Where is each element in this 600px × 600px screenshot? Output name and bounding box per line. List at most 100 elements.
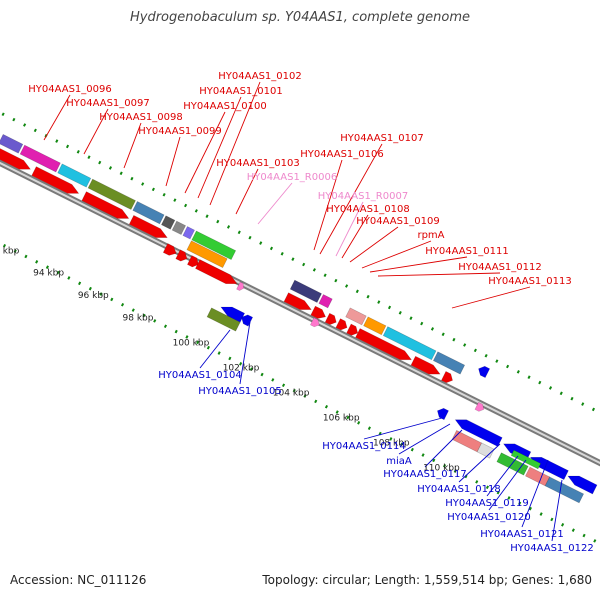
forward-gene-label-7-leader	[209, 81, 261, 206]
reverse-gene-label-8: HY04AAS1_0120	[447, 512, 530, 523]
scale-label-3: 96 kbp	[78, 291, 109, 301]
forward-gene-b3	[186, 255, 199, 268]
backbone-highlight	[0, 161, 600, 465]
scale-label-7: 104 kbp	[273, 389, 310, 399]
forward-gene-label-1-leader	[43, 94, 71, 141]
cog-block-l4	[525, 466, 551, 487]
reverse-gene-label-5: HY04AAS1_0117	[383, 469, 466, 480]
rna-gene-label-1-leader	[257, 182, 293, 225]
forward-gene-label-13-leader	[361, 240, 432, 269]
cog-block-olive	[206, 307, 241, 332]
reverse-gene-7	[567, 475, 598, 495]
scale-label-4: 98 kbp	[123, 313, 154, 323]
reverse-gene-label-5-leader	[424, 429, 463, 468]
cog-block-m4	[363, 316, 387, 336]
forward-gene-label-5-leader	[184, 111, 226, 194]
forward-gene-label-2: HY04AAS1_0097	[66, 98, 149, 109]
forward-gene-label-14-leader	[369, 256, 468, 273]
forward-gene-label-4-leader	[165, 136, 181, 187]
forward-gene-label-10-leader	[319, 143, 383, 255]
forward-gene-label-12-leader	[349, 226, 399, 263]
forward-gene-label-16-leader	[451, 286, 531, 309]
forward-gene-label-15-leader	[377, 272, 501, 277]
rna-gene-label-1: HY04AAS1_R0006	[247, 172, 337, 183]
cog-block-m3	[345, 307, 367, 326]
forward-gene-m1	[283, 292, 312, 310]
reverse-gene-label-2: HY04AAS1_0105	[198, 386, 281, 397]
reverse-gene-1	[220, 306, 246, 323]
scale-label-1: 92 kbp	[0, 246, 20, 256]
map-title: Hydrogenobaculum sp. Y04AAS1, complete g…	[129, 10, 471, 25]
reverse-gene-6	[529, 456, 569, 481]
forward-gene-label-11: HY04AAS1_0108	[326, 204, 409, 215]
forward-gene-a2	[31, 166, 80, 194]
forward-gene-label-1: HY04AAS1_0096	[28, 84, 111, 95]
forward-gene-label-7: HY04AAS1_0102	[218, 71, 301, 82]
forward-gene-b4	[195, 259, 238, 285]
reverse-gene-label-6: HY04AAS1_0118	[417, 484, 500, 495]
forward-gene-label-12: HY04AAS1_0109	[356, 216, 439, 227]
cog-block-6	[161, 215, 176, 230]
forward-gene-label-9: HY04AAS1_0106	[300, 149, 383, 160]
reverse-gene-label-4-leader	[398, 423, 451, 455]
rna-gene-2	[309, 317, 320, 328]
forward-gene-label-6: HY04AAS1_0101	[199, 86, 282, 97]
rna-gene-label-2: HY04AAS1_R0007	[318, 191, 408, 202]
forward-gene-b2	[175, 249, 188, 262]
cog-block-1	[0, 133, 24, 154]
reverse-gene-label-9-leader	[521, 459, 549, 528]
scale-label-10: 110 kbp	[423, 464, 460, 474]
cog-block-m2	[318, 294, 333, 309]
reverse-gene-label-10-leader	[551, 479, 563, 542]
label-line-layer	[43, 81, 563, 542]
rna-gene-3	[474, 401, 485, 412]
scale-label-2: 94 kbp	[33, 269, 64, 279]
forward-gene-m7	[410, 355, 441, 375]
reverse-gene-label-7: HY04AAS1_0119	[445, 498, 528, 509]
cog-block-l5	[544, 476, 585, 504]
reverse-gene-label-6-leader	[458, 443, 501, 483]
cog-block-4	[87, 178, 136, 210]
backbone-layer	[0, 159, 600, 467]
forward-gene-label-4: HY04AAS1_0099	[138, 126, 221, 137]
reverse-gene-label-10: HY04AAS1_0122	[510, 543, 593, 554]
reverse-gene-label-2-leader	[239, 321, 251, 385]
forward-gene-label-9-leader	[313, 159, 343, 251]
forward-gene-m2	[310, 305, 327, 319]
scale-label-9: 108 kbp	[373, 439, 410, 449]
cog-block-8	[182, 226, 195, 240]
forward-gene-m4	[335, 318, 348, 331]
cog-block-2	[19, 144, 61, 173]
forward-gene-label-2-leader	[83, 108, 109, 155]
forward-gene-a1	[0, 146, 32, 170]
cog-block-3	[57, 163, 92, 188]
forward-gene-label-11-leader	[341, 214, 369, 259]
reverse-gene-label-1-leader	[199, 329, 231, 369]
forward-gene-label-8-leader	[235, 168, 259, 215]
scale-label-6: 102 kbp	[223, 364, 260, 374]
forward-gene-m3	[324, 312, 337, 325]
reverse-gene-label-8-leader	[488, 459, 527, 511]
cog-block-orange	[186, 240, 228, 269]
cog-block-7	[171, 220, 186, 235]
reverse-gene-label-4: miaA	[386, 456, 412, 467]
reverse-gene-label-1: HY04AAS1_0104	[158, 370, 241, 381]
forward-gene-label-15: HY04AAS1_0112	[458, 262, 541, 273]
forward-gene-m5	[346, 323, 359, 336]
reverse-gene-label-3-leader	[363, 417, 443, 440]
rna-gene-1	[236, 281, 245, 291]
forward-gene-a3	[81, 191, 130, 219]
reverse-gene-4	[454, 419, 503, 447]
genome-summary-text: Topology: circular; Length: 1,559,514 bp…	[262, 573, 592, 587]
forward-gene-b1	[162, 243, 177, 256]
cog-block-m5	[382, 326, 437, 361]
forward-gene-a4	[128, 214, 168, 238]
reverse-gene-label-7-leader	[486, 455, 519, 497]
forward-gene-label-13: rpmA	[417, 230, 444, 241]
forward-gene-label-10: HY04AAS1_0107	[340, 133, 423, 144]
forward-gene-label-5: HY04AAS1_0100	[183, 101, 266, 112]
rna-gene-label-2-leader	[335, 201, 364, 257]
